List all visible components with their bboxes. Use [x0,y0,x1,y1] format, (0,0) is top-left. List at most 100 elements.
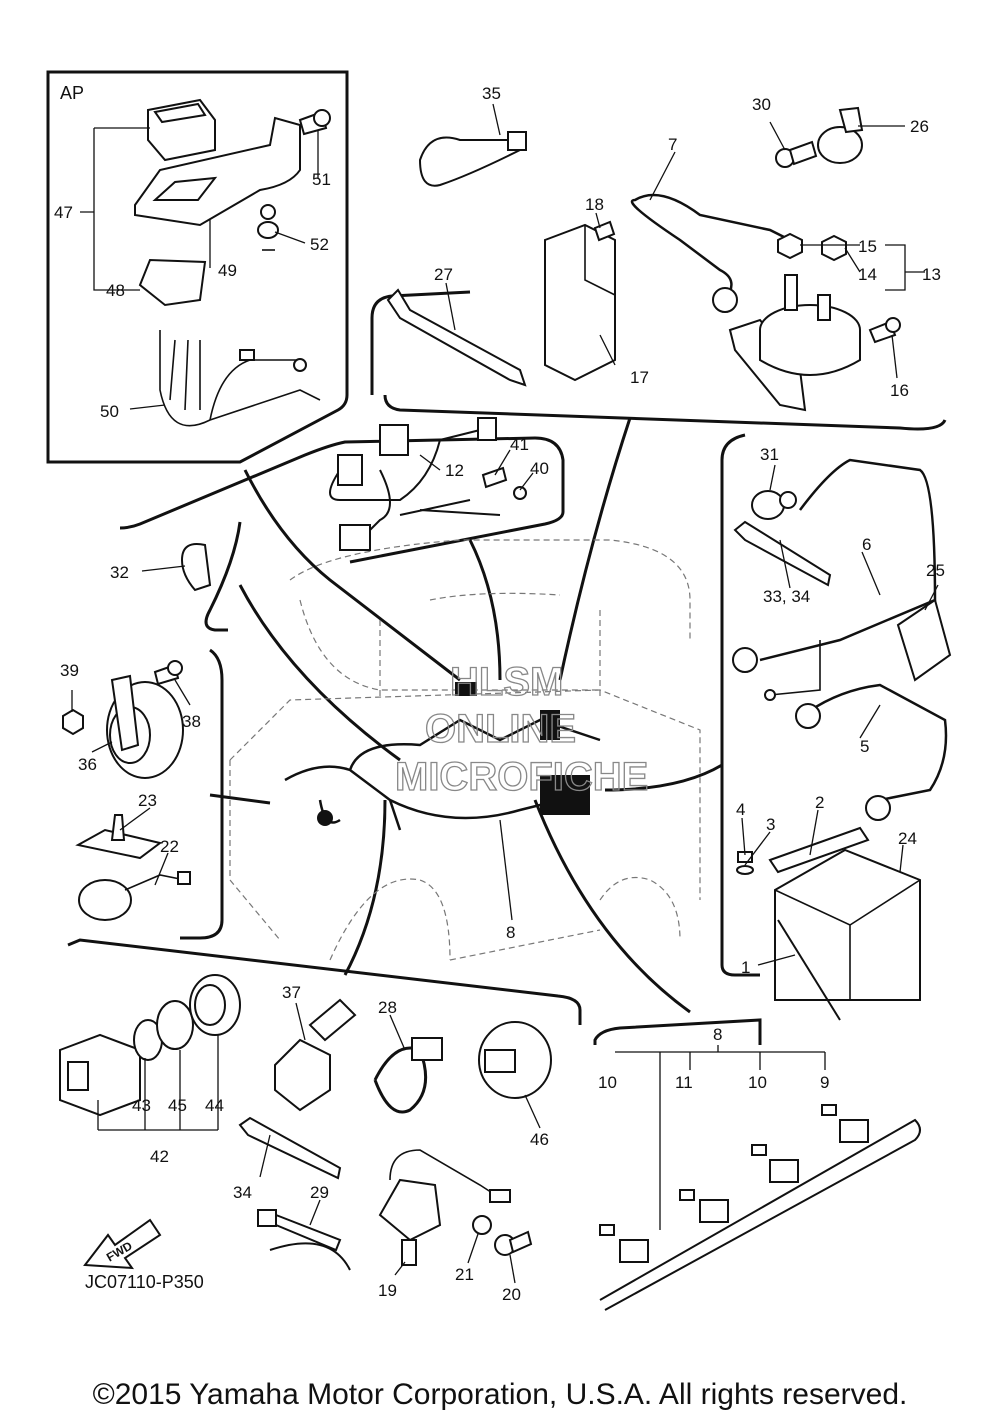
callout-4: 4 [736,800,745,819]
callout-28: 28 [378,998,397,1017]
part-45-washer [156,1000,194,1050]
fwd-arrow-icon: FWD [83,1218,162,1270]
callout-15: 15 [858,237,877,256]
part-48-plate [138,258,207,307]
callout-51: 51 [312,170,331,189]
callout-41: 41 [510,435,529,454]
ap-box-label: AP [60,83,84,103]
wire-harness-on-cart [284,682,601,831]
part-44-cover [189,974,241,1036]
callout-26: 26 [910,117,929,136]
part-25-cover [896,598,952,682]
part-14-nut [821,234,847,262]
part-40-terminal [513,486,527,500]
part-29-cable-tie [257,1209,351,1271]
callout-19: 19 [378,1281,397,1300]
switch-frame [67,938,582,1025]
callout-5: 5 [860,737,869,756]
callout-44: 44 [205,1096,224,1115]
watermark: HLSM ONLINE MICROFICHE [394,659,649,799]
callout-39: 39 [60,661,79,680]
callout-24: 24 [898,829,917,848]
callout-42: 42 [150,1147,169,1166]
watermark-line-1: HLSM [450,660,563,704]
callout-45: 45 [168,1096,187,1115]
callout-labels: 1 2 3 4 5 6 7 8 8 9 10 10 11 12 13 14 15… [54,84,945,1304]
callout-49: 49 [218,261,237,280]
part-2-hold-down [768,826,870,874]
part-16-bolt [868,317,901,344]
drawing-code: JC07110-P350 [85,1272,204,1292]
part-20-screw [494,1230,533,1256]
callout-18: 18 [585,195,604,214]
part-47-switch [147,98,216,162]
leader-lines [71,103,939,1284]
part-35-cable-tie [418,131,527,187]
part-7-cable [630,193,791,313]
callout-20: 20 [502,1285,521,1304]
callout-8-clips: 8 [713,1025,722,1044]
callout-8-harness: 8 [506,923,515,942]
part-30-bolt [775,140,818,168]
golf-cart-outline [229,539,701,961]
part-12-sub-harness [329,417,501,551]
callout-50: 50 [100,402,119,421]
callout-11: 11 [675,1073,693,1092]
part-24-battery [774,848,921,1001]
callout-16: 16 [890,381,909,400]
part-22-sensor [78,871,191,921]
part-36-horn [106,674,184,779]
part-1-bolt [777,919,841,1021]
part-46-meter [478,1021,552,1099]
callout-3: 3 [766,815,775,834]
horn-frame [180,648,224,940]
callout-25: 25 [926,561,945,580]
clips-frame [593,1018,762,1045]
callout-52: 52 [310,235,329,254]
callout-27: 27 [434,265,453,284]
callout-2: 2 [815,793,824,812]
part-31-grommet [751,490,797,520]
part-26-clamp [817,106,864,164]
callout-10-b: 10 [748,1073,767,1092]
part-6-cable [732,458,937,701]
part-34-cable-tie [238,1116,342,1180]
part-15-nut [777,232,803,260]
part-21-washer [472,1215,492,1235]
callout-40: 40 [530,459,549,478]
callout-34: 34 [233,1183,252,1202]
callout-38: 38 [182,712,201,731]
callout-17: 17 [630,368,649,387]
callout-12: 12 [445,461,464,480]
callout-32: 32 [110,563,129,582]
callout-47: 47 [54,203,73,222]
battery-frame [720,433,760,977]
copyright-notice: ©2015 Yamaha Motor Corporation, U.S.A. A… [92,1378,908,1411]
harness-frame [119,436,565,564]
callout-22: 22 [160,837,179,856]
callout-46: 46 [530,1130,549,1149]
part-37-switch [274,998,357,1112]
part-42-main-switch [59,1033,141,1117]
part-28-socket [373,1037,443,1114]
part-32-clamp [180,543,212,592]
callout-43: 43 [132,1096,151,1115]
callout-7: 7 [668,135,677,154]
callout-48: 48 [106,281,125,300]
ap-kit-frame [46,70,349,464]
callout-31: 31 [760,445,779,464]
part-50-lead-wire [159,330,321,427]
callout-10-a: 10 [598,1073,617,1092]
callout-30: 30 [752,95,771,114]
part-41-screw [481,466,508,489]
part-39-nut [62,708,84,736]
callout-29: 29 [310,1183,329,1202]
watermark-line-3: MICROFICHE [395,755,648,799]
parts-diagram: HLSM ONLINE MICROFICHE AP [46,70,952,1311]
callout-13: 13 [922,265,941,284]
callout-35: 35 [482,84,501,103]
part-49-bracket [134,116,301,227]
part-13-terminal-set [728,274,861,412]
callout-37: 37 [282,983,301,1002]
callout-21: 21 [455,1265,474,1284]
